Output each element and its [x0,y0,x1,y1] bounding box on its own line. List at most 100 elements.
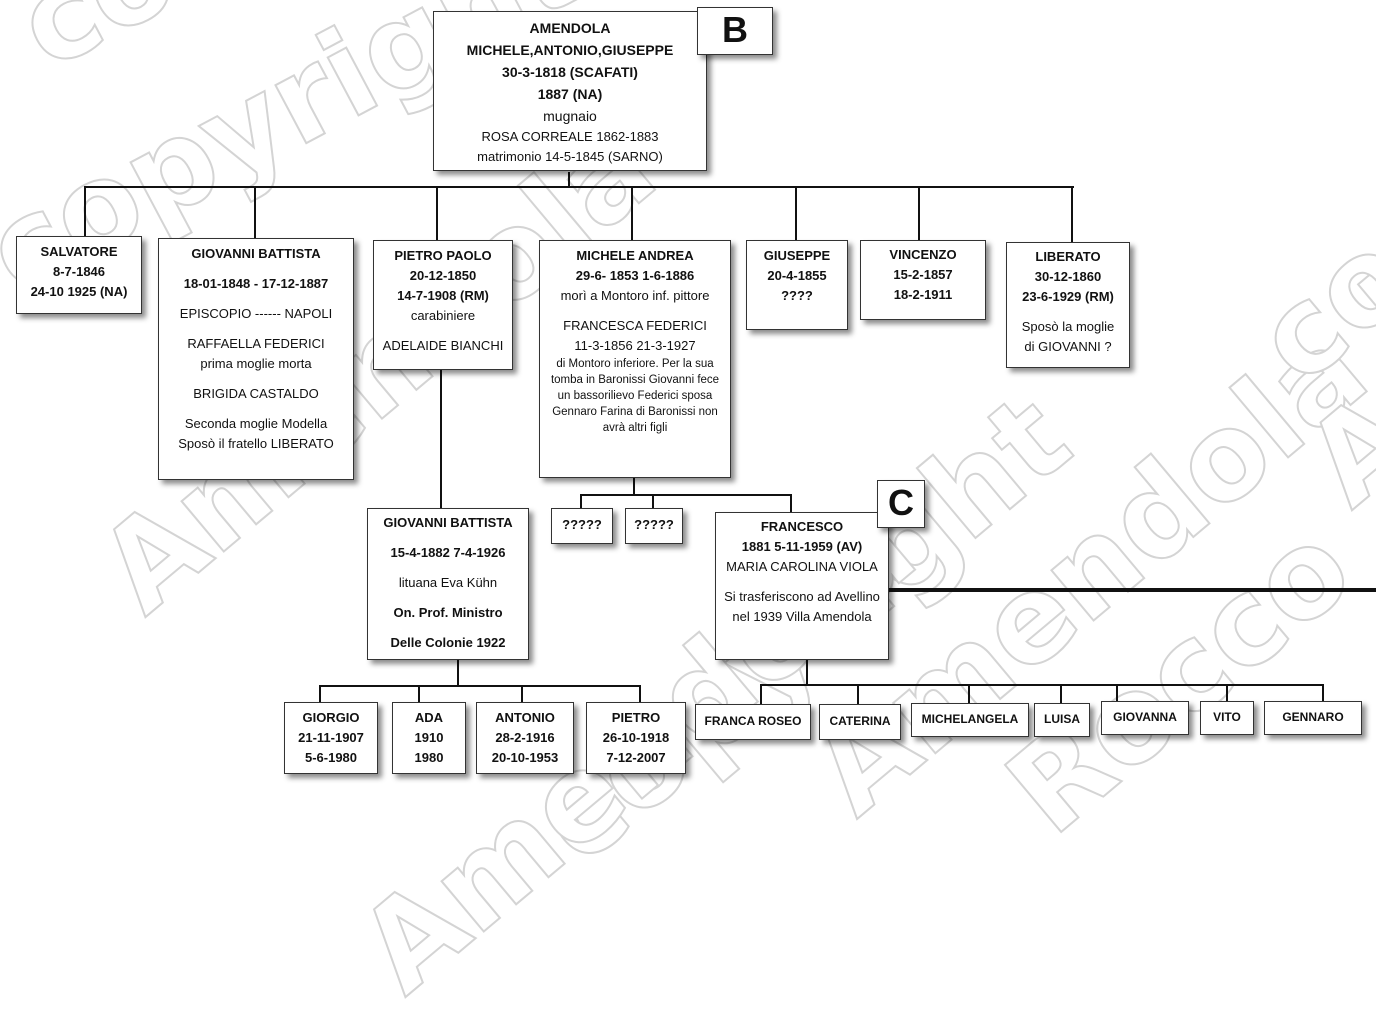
person-box-salvatore[interactable]: SALVATORE 8-7-1846 24-10 1925 (NA) [16,236,142,314]
person-name: PIETRO [611,710,661,725]
drop-line [84,186,86,236]
root-drop-line [568,172,570,188]
drop-line [639,685,641,702]
watermark: copyright [1230,0,1376,412]
spouse: ADELAIDE BIANCHI [382,338,504,353]
place: EPISCOPIO ------ NAPOLI [179,306,333,321]
person-box-giovanni-battista[interactable]: GIOVANNI BATTISTA 18-01-1848 - 17-12-188… [158,238,354,480]
person-box-giorgio[interactable]: GIORGIO 21-11-1907 5-6-1980 [284,702,378,774]
drop-line [631,186,633,240]
drop-line [580,494,582,508]
unknown-child-box[interactable]: ????? [625,508,683,544]
person-box-ada[interactable]: ADA 1910 1980 [392,702,466,774]
dates: 15-4-1882 7-4-1926 [390,545,506,560]
drop-line [436,186,438,240]
dates: 29-6- 1853 1-6-1886 [575,268,695,283]
birth-date: 15-2-1857 [893,267,953,282]
person-box-caterina[interactable]: CATERINA [819,704,901,740]
michele-descendant-line [633,477,635,495]
spouse-dates: 11-3-1856 21-3-1927 [574,338,696,353]
birth-date: 30-12-1860 [1034,269,1102,284]
death-date: 7-12-2007 [606,750,666,765]
root-person-box[interactable]: AMENDOLA MICHELE,ANTONIO,GIUSEPPE 30-3-1… [433,11,707,171]
person-name: GIOVANNI BATTISTA [191,246,321,261]
person-name: FRANCA ROSEO [704,714,802,728]
person-box-michele-andrea[interactable]: MICHELE ANDREA 29-6- 1853 1-6-1886 morì … [539,240,731,478]
person-name: GIUSEPPE [763,248,831,263]
occupation: carabiniere [410,308,476,323]
person-name: MICHELANGELA [921,712,1019,726]
title: Delle Colonie 1922 [390,635,506,650]
dates: 1881 5-11-1959 (AV) [741,539,863,554]
person-box-liberato[interactable]: LIBERATO 30-12-1860 23-6-1929 (RM) Sposò… [1006,242,1130,368]
person-box-michelangela[interactable]: MICHELANGELA [911,703,1029,737]
note: Sposò il fratello LIBERATO [178,436,334,451]
spouse: lituana Eva Kühn [398,575,498,590]
second-wife: BRIGIDA CASTALDO [193,386,319,401]
person-box-antonio[interactable]: ANTONIO 28-2-1916 20-10-1953 [476,702,574,774]
person-box-luisa[interactable]: LUISA [1034,703,1090,737]
drop-line [790,494,792,512]
spouse: MARIA CAROLINA VIOLA [726,559,878,574]
grandchildren-bus [319,685,641,687]
surname: AMENDOLA [529,20,611,36]
drop-line [1071,186,1073,242]
drop-line [1116,684,1118,704]
watermark: Am [1280,285,1376,534]
person-box-gennaro[interactable]: GENNARO [1264,701,1362,735]
watermark: co [0,0,198,98]
unknown-child-box[interactable]: ????? [551,508,613,544]
death-date: 23-6-1929 (RM) [1022,289,1114,304]
person-box-vito[interactable]: VITO [1200,701,1254,735]
gb2-descendant-line [457,660,459,686]
note: morì a Montoro inf. pittore [560,288,710,303]
unknown-name: ????? [562,517,602,532]
person-name: VINCENZO [889,247,957,262]
person-box-giovanni-battista-2[interactable]: GIOVANNI BATTISTA 15-4-1882 7-4-1926 lit… [367,508,529,660]
drop-line [319,685,321,702]
francesco-thick-line [888,588,1376,592]
person-name: ADA [414,710,444,725]
birth-date: 8-7-1846 [52,264,106,279]
birth-date: 30-3-1818 (SCAFATI) [502,64,638,80]
death-date: 18-2-1911 [893,287,953,302]
note: Seconda moglie Modella [184,416,328,431]
death-date: ???? [781,288,813,303]
person-box-franca-roseo[interactable]: FRANCA ROSEO [695,704,811,740]
person-box-giuseppe[interactable]: GIUSEPPE 20-4-1855 ???? [746,240,848,330]
person-name: CATERINA [829,714,891,728]
francesco-descendant-line [806,660,808,686]
person-name: GIOVANNA [1113,710,1177,724]
person-name: ANTONIO [495,710,555,725]
person-box-giovanna[interactable]: GIOVANNA [1101,701,1189,735]
person-name: VITO [1213,710,1241,724]
dates: 18-01-1848 - 17-12-1887 [183,276,329,291]
drop-line [521,685,523,702]
drop-line [918,186,920,240]
death-date: 1887 (NA) [537,86,603,102]
birth-date: 20-4-1855 [767,268,827,283]
person-name: GIORGIO [302,710,360,725]
drop-line [652,494,654,508]
person-box-pietro[interactable]: PIETRO 26-10-1918 7-12-2007 [586,702,686,774]
death-date: 20-10-1953 [491,750,559,765]
section-tag-c: C [877,480,925,528]
drop-line [1322,684,1324,704]
drop-line [254,186,256,238]
birth-date: 20-12-1850 [409,268,477,283]
section-tag-b: B [697,7,773,55]
first-wife-note: prima moglie morta [200,356,312,371]
death-date: 24-10 1925 (NA) [30,284,128,299]
birth-date: 28-2-1916 [495,730,555,745]
spouse: ROSA CORREALE 1862-1883 [481,129,659,144]
michele-children-bus [580,494,792,496]
francesco-children-bus [760,684,1324,686]
person-box-francesco[interactable]: FRANCESCO 1881 5-11-1959 (AV) MARIA CARO… [715,512,889,660]
story: di Montoro inferiore. Per la sua tomba i… [550,358,720,434]
occupation: mugnaio [543,108,597,124]
person-box-vincenzo[interactable]: VINCENZO 15-2-1857 18-2-1911 [860,240,986,320]
spouse: FRANCESCA FEDERICI [563,318,707,333]
death-date: 5-6-1980 [304,750,358,765]
pietro-descendant-line [440,370,442,508]
person-box-pietro-paolo[interactable]: PIETRO PAOLO 20-12-1850 14-7-1908 (RM) c… [373,240,513,370]
